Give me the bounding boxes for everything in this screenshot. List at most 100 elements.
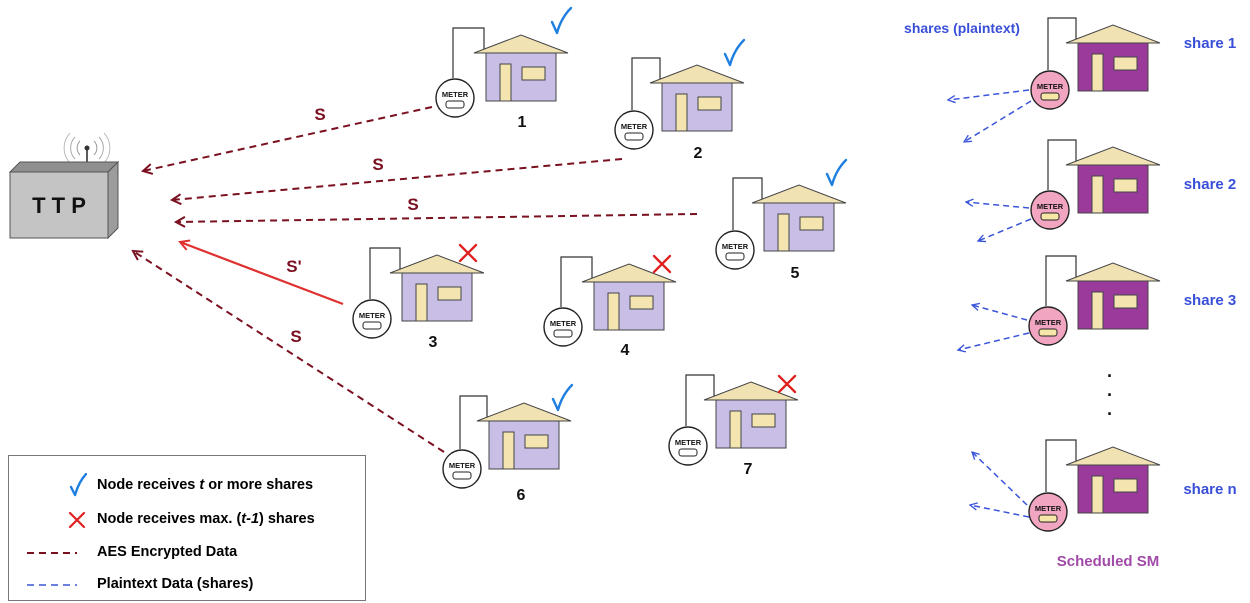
meter-wire: [1045, 255, 1077, 306]
house-roof: [751, 184, 847, 204]
house-door: [777, 213, 790, 252]
house-door: [1091, 475, 1104, 514]
plaintext-arrow: [970, 505, 1030, 518]
meter-wire: [1047, 139, 1077, 190]
meter-label: METER: [359, 311, 386, 320]
plaintext-arrows: [970, 452, 1030, 518]
cross-icon: [652, 254, 672, 274]
house-window: [1113, 478, 1138, 493]
meter-wire: [685, 374, 715, 426]
house-roof: [1065, 262, 1161, 282]
meter-label: METER: [722, 242, 749, 251]
meter-label: METER: [550, 319, 577, 328]
check-icon: [69, 473, 87, 497]
plaintext-arrow: [972, 305, 1028, 321]
meter-wire: [1047, 17, 1077, 70]
house-roof: [389, 254, 485, 274]
check-icon: [723, 38, 746, 67]
antenna-icon: [63, 132, 111, 164]
house-window: [697, 96, 722, 111]
house-node-5: METER 5: [715, 158, 848, 282]
meter-icon: METER: [1030, 70, 1070, 110]
arrow-label-node5: S: [407, 195, 418, 214]
house-door: [675, 93, 688, 132]
legend-cross-after: ) shares: [259, 511, 315, 527]
ellipsis-dot-3: ·: [1107, 404, 1113, 424]
meter-label: METER: [675, 438, 702, 447]
house-door: [1091, 291, 1104, 330]
house-roof: [703, 381, 799, 401]
house-node-4: METER 4: [543, 254, 677, 359]
arrow-node2-ttp: [172, 158, 623, 200]
house-roof: [1065, 24, 1161, 44]
house-window: [799, 216, 824, 231]
scheduled-house-1: METER: [1030, 17, 1161, 110]
arrow-label-node3: S': [286, 257, 301, 276]
house-node-7: METER 7: [668, 374, 799, 478]
shares-plaintext-header: shares (plaintext): [904, 20, 1020, 36]
plaintext-arrow: [972, 452, 1028, 506]
meter-label: METER: [449, 461, 476, 470]
meter-label: METER: [1035, 318, 1062, 327]
legend-cross-before: Node receives max. (: [97, 511, 242, 527]
node-number-4: 4: [621, 342, 630, 359]
house-window: [1113, 294, 1138, 309]
share-label-n: share n: [1183, 481, 1236, 498]
house-window: [437, 286, 462, 301]
meter-icon: METER: [614, 110, 654, 150]
plaintext-arrows: [966, 202, 1032, 241]
house-door: [502, 431, 515, 470]
cross-icon: [68, 511, 86, 529]
check-icon: [825, 158, 848, 187]
house-window: [1113, 56, 1138, 71]
house-window: [521, 66, 546, 81]
share-label-1: share 1: [1184, 35, 1237, 52]
house-roof: [473, 34, 569, 54]
arrow-node6-ttp: [133, 251, 445, 453]
ellipsis-dot-2: ·: [1107, 385, 1113, 405]
plaintext-arrows: [958, 305, 1030, 350]
arrow-label-node6: S: [290, 327, 301, 346]
node-number-5: 5: [791, 265, 800, 282]
aes-arrows: [133, 106, 698, 453]
house-door: [729, 410, 742, 449]
ttp-label: T T P: [32, 193, 86, 218]
meter-label: METER: [621, 122, 648, 131]
check-icon: [551, 383, 574, 412]
meter-icon: METER: [442, 449, 482, 489]
legend-aes-text: AES Encrypted Data: [97, 544, 238, 560]
arrow-node3-ttp: [180, 242, 344, 306]
node-number-1: 1: [518, 114, 527, 131]
share-label-2: share 2: [1184, 176, 1237, 193]
meter-wire: [452, 27, 485, 78]
house-door: [607, 292, 620, 331]
node-number-2: 2: [694, 145, 703, 162]
meter-icon: METER: [1028, 306, 1068, 346]
meter-label: METER: [442, 90, 469, 99]
meter-icon: METER: [352, 299, 392, 339]
plaintext-arrow: [958, 332, 1030, 350]
house-roof: [1065, 146, 1161, 166]
house-door: [1091, 53, 1104, 92]
plaintext-arrow: [964, 100, 1032, 142]
house-window: [524, 434, 549, 449]
share-label-3: share 3: [1184, 292, 1237, 309]
meter-wire: [631, 57, 661, 110]
cross-icon: [458, 243, 478, 263]
node-number-7: 7: [744, 461, 753, 478]
legend-row-cross: Node receives max. (t-1) shares: [9, 507, 365, 533]
house-window: [1113, 178, 1138, 193]
arrow-label-node2: S: [372, 155, 383, 174]
scheduled-house-3: METER: [1028, 255, 1161, 346]
meter-icon: METER: [715, 230, 755, 270]
arrow-node1-ttp: [143, 106, 433, 171]
meter-wire: [1045, 439, 1077, 492]
legend-row-check: Node receives t or more shares: [9, 473, 365, 499]
arrow-label-node1: S: [314, 105, 325, 124]
meter-icon: METER: [668, 426, 708, 466]
meter-wire: [369, 247, 401, 299]
